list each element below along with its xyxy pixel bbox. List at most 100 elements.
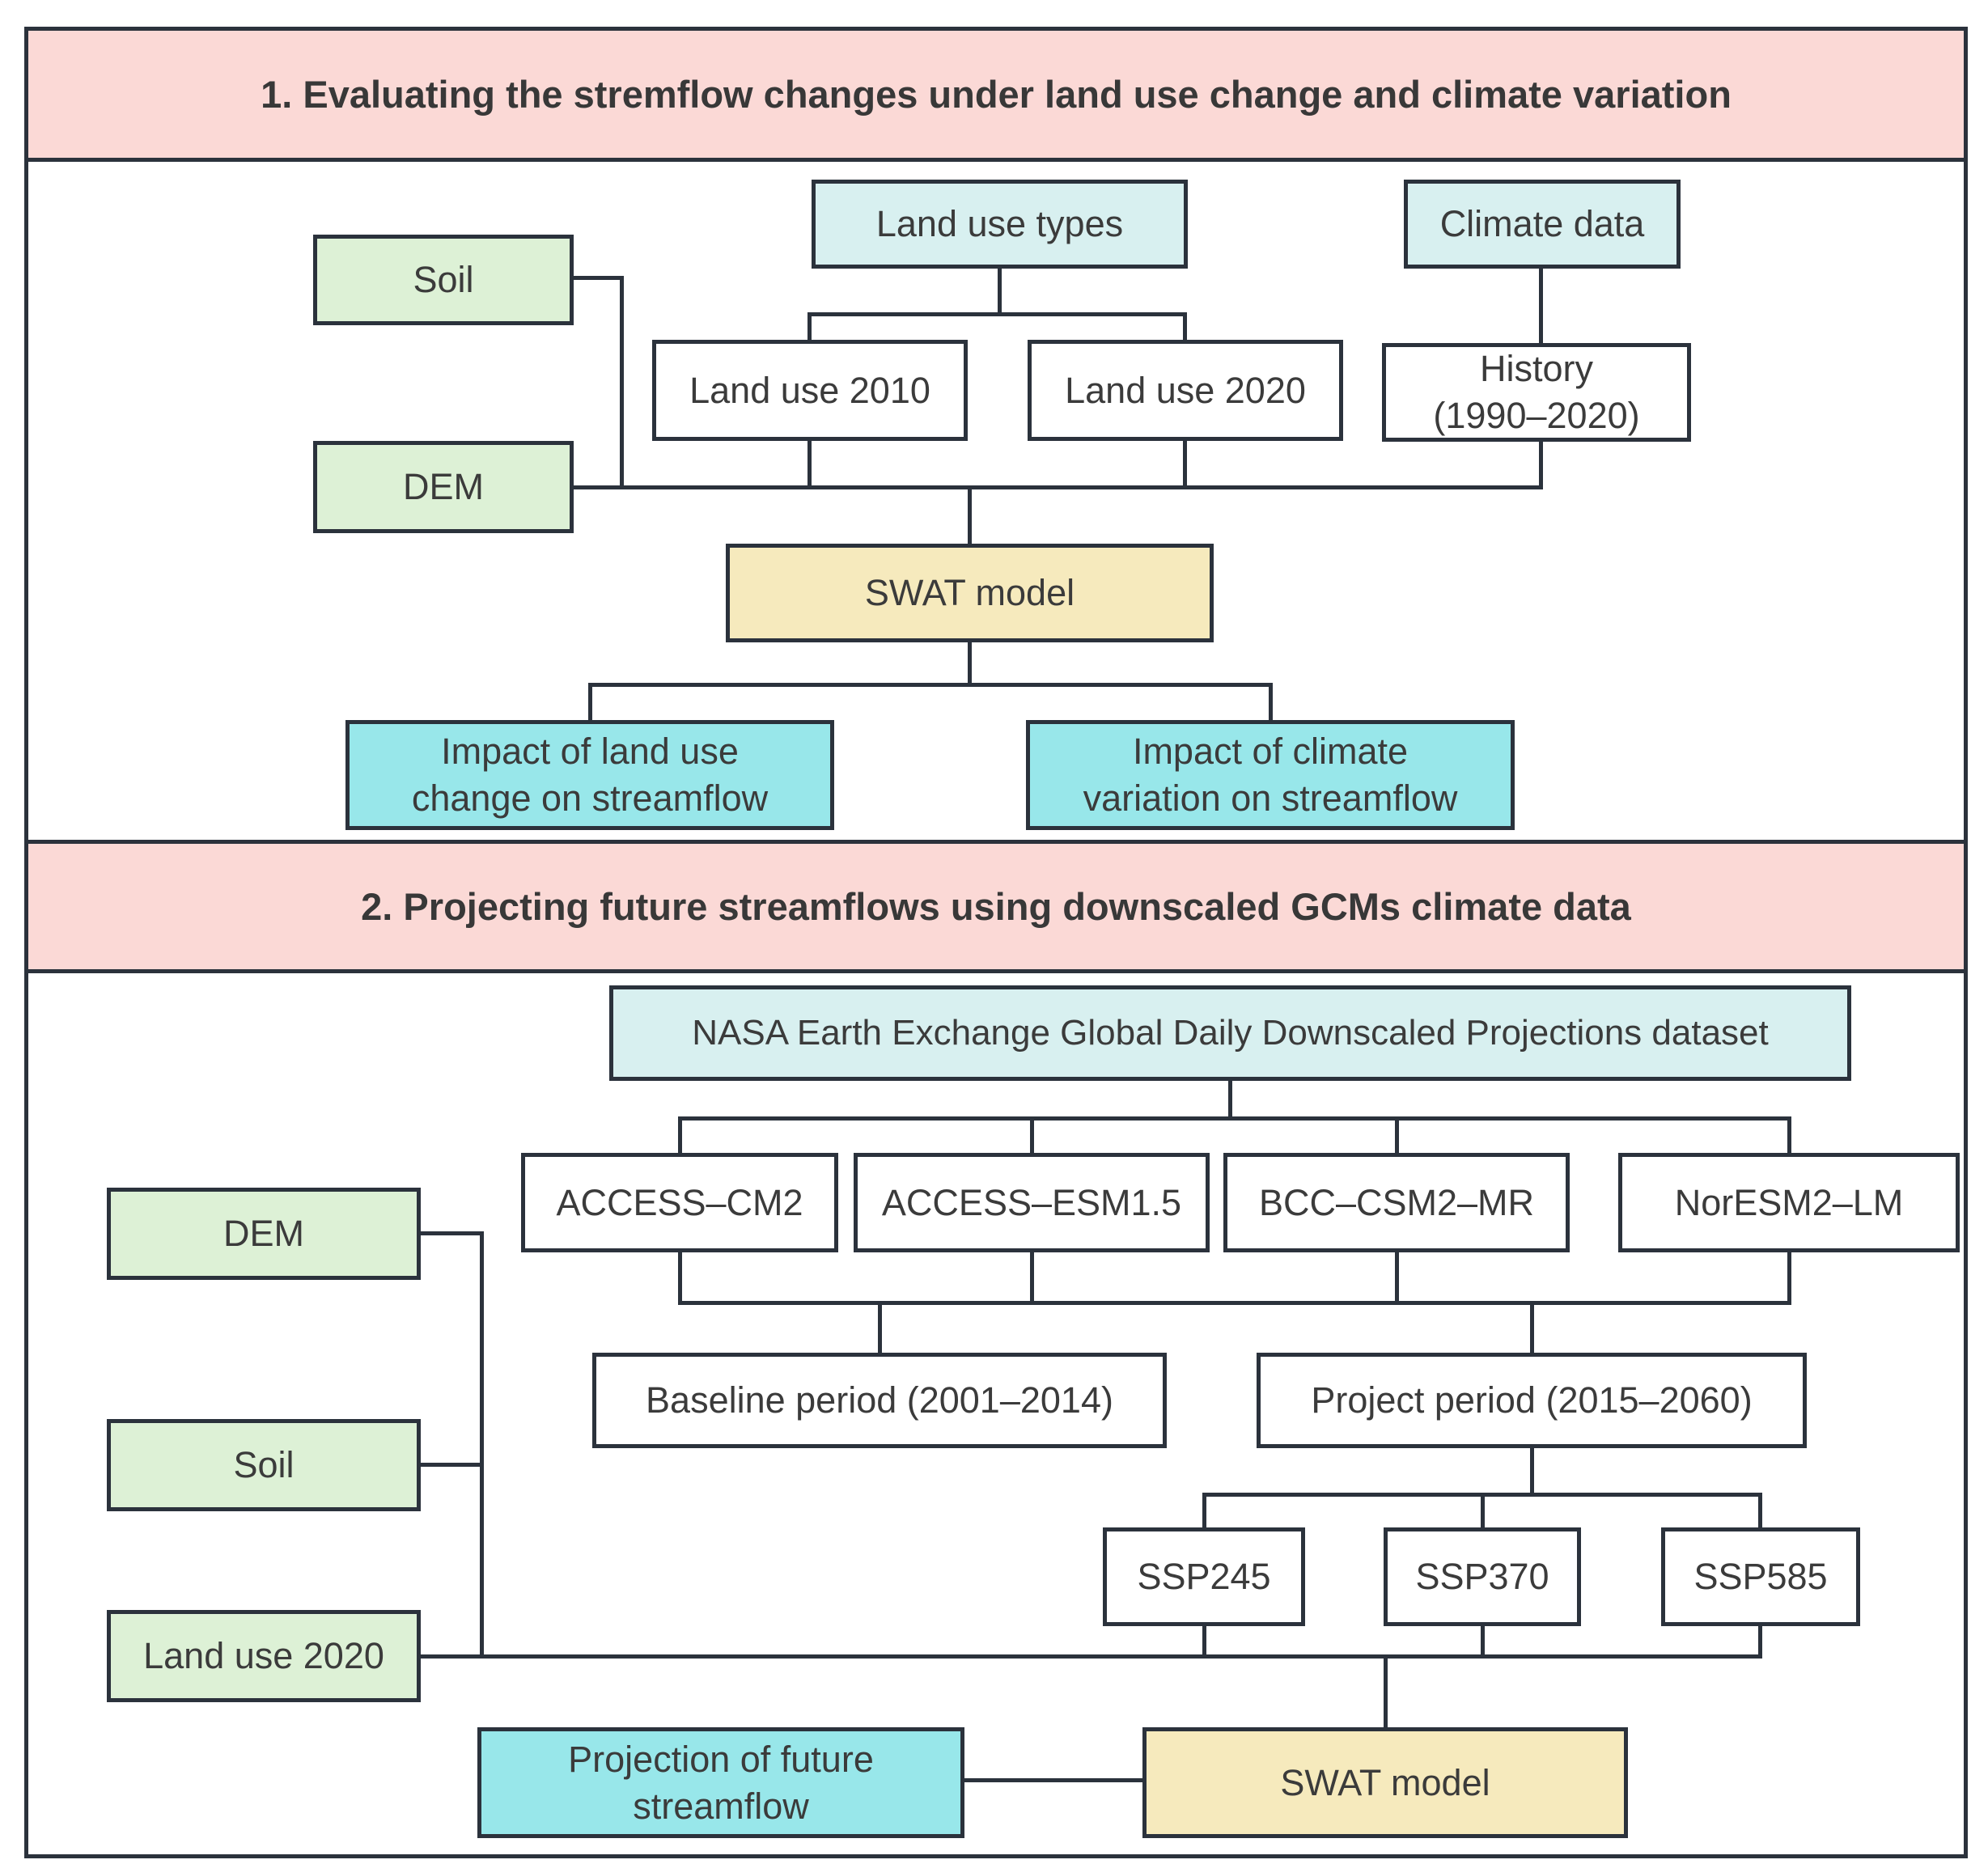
box-history-line1: History (1479, 348, 1593, 390)
connector-collector-2 (678, 1301, 1791, 1305)
box-nasa-dataset: NASA Earth Exchange Global Daily Downsca… (609, 985, 1851, 1081)
box-gcm-noresm2-lm-label: NorESM2–LM (1674, 1181, 1904, 1223)
box-land-use-2010: Land use 2010 (652, 340, 968, 441)
box-land-use-2020-s2-label: Land use 2020 (143, 1635, 384, 1677)
connector-ssp370-down (1481, 1626, 1485, 1658)
connector-landusetypes-down (998, 269, 1002, 314)
box-gcm-access-cm2-label: ACCESS–CM2 (556, 1181, 803, 1223)
box-impact-climate-line1: Impact of climate (1132, 731, 1409, 773)
box-land-use-2020-s2: Land use 2020 (107, 1610, 421, 1702)
box-swat-model-1: SWAT model (726, 544, 1214, 642)
box-projection-line2: streamflow (633, 1785, 809, 1827)
connector-drop-landuse2010 (807, 312, 812, 340)
connector-drop-gcm4 (1787, 1116, 1791, 1153)
box-history: History (1990–2020) (1382, 343, 1691, 442)
connector-drop-impact-landuse (588, 684, 592, 720)
box-land-use-types-label: Land use types (875, 203, 1124, 245)
connector-drop-ssp245 (1202, 1493, 1206, 1527)
connector-drop-landuse2020 (1183, 312, 1187, 340)
box-swat-model-1-label: SWAT model (864, 572, 1075, 614)
connector-gcm2-down (1030, 1252, 1034, 1303)
connector-soil2-stub (421, 1463, 484, 1467)
connector-gcm1-down (678, 1252, 682, 1303)
box-dem-1: DEM (313, 441, 574, 533)
connector-soil-stub (574, 276, 624, 280)
connector-gcm4-down (1787, 1252, 1791, 1303)
box-climate-data-label: Climate data (1439, 203, 1645, 245)
box-ssp370-label: SSP370 (1415, 1556, 1549, 1598)
section2-header: 2. Projecting future streamflows using d… (24, 840, 1968, 973)
box-project-period: Project period (2015–2060) (1257, 1353, 1807, 1448)
box-ssp585-label: SSP585 (1693, 1556, 1828, 1598)
connector-drop-ssp585 (1758, 1493, 1762, 1527)
connector-drop-impact-climate (1269, 684, 1273, 720)
connector-landuse-branch (807, 312, 1187, 316)
connector-to-swat2 (1384, 1654, 1388, 1727)
connector-project-down (1530, 1448, 1534, 1494)
box-swat-model-2: SWAT model (1142, 1727, 1628, 1838)
connector-gcm-branch (678, 1116, 1791, 1121)
connector-drop-gcm2 (1030, 1116, 1034, 1153)
connector-landuse2010-down (807, 441, 812, 487)
box-ssp245: SSP245 (1103, 1527, 1305, 1626)
box-gcm-access-esm15: ACCESS–ESM1.5 (854, 1153, 1210, 1252)
box-gcm-noresm2-lm: NorESM2–LM (1618, 1153, 1960, 1252)
box-gcm-bcc-csm2-mr: BCC–CSM2–MR (1223, 1153, 1570, 1252)
box-soil-2-label: Soil (233, 1444, 295, 1486)
connector-drop-gcm1 (678, 1116, 682, 1153)
connector-swat1-down (968, 642, 972, 684)
connector-left-trunk-1 (620, 276, 624, 489)
box-dem-1-label: DEM (403, 466, 484, 508)
box-land-use-2020-s1: Land use 2020 (1028, 340, 1343, 441)
box-soil-2: Soil (107, 1419, 421, 1511)
connector-ssp245-down (1202, 1626, 1206, 1658)
connector-to-baseline (878, 1301, 882, 1353)
box-impact-climate: Impact of climate variation on streamflo… (1026, 720, 1515, 830)
section2-title: 2. Projecting future streamflows using d… (361, 885, 1631, 928)
connector-drop-ssp370 (1481, 1493, 1485, 1527)
box-impact-land-use-line1: Impact of land use (441, 731, 739, 773)
box-soil-1-label: Soil (413, 259, 474, 301)
box-swat-model-2-label: SWAT model (1280, 1761, 1490, 1803)
box-ssp245-label: SSP245 (1137, 1556, 1271, 1598)
box-nasa-dataset-label: NASA Earth Exchange Global Daily Downsca… (692, 1012, 1769, 1053)
connector-swat2-projection (964, 1778, 1142, 1782)
connector-collector-1 (574, 485, 1543, 489)
box-climate-data: Climate data (1404, 180, 1681, 269)
box-gcm-access-cm2: ACCESS–CM2 (521, 1153, 838, 1252)
connector-collector-bottom (421, 1654, 1762, 1659)
box-land-use-2010-label: Land use 2010 (689, 369, 930, 411)
connector-to-swat1 (968, 487, 972, 544)
connector-impact-branch (588, 683, 1273, 687)
connector-dem2-stub (421, 1231, 484, 1235)
connector-nasa-down (1228, 1081, 1232, 1118)
box-ssp370: SSP370 (1384, 1527, 1581, 1626)
box-impact-climate-line2: variation on streamflow (1083, 777, 1458, 819)
box-ssp585: SSP585 (1661, 1527, 1860, 1626)
box-gcm-access-esm15-label: ACCESS–ESM1.5 (881, 1181, 1182, 1223)
box-baseline-period: Baseline period (2001–2014) (592, 1353, 1167, 1448)
section1-title: 1. Evaluating the stremflow changes unde… (261, 73, 1732, 116)
section1-header: 1. Evaluating the stremflow changes unde… (24, 27, 1968, 162)
connector-landuse2020-down (1183, 441, 1187, 487)
connector-left-trunk-2 (480, 1231, 484, 1659)
box-impact-land-use: Impact of land use change on streamflow (345, 720, 834, 830)
box-dem-2: DEM (107, 1188, 421, 1280)
box-projection-future-streamflow: Projection of future streamflow (477, 1727, 964, 1838)
box-land-use-types: Land use types (812, 180, 1188, 269)
connector-climate-history (1539, 269, 1543, 343)
box-soil-1: Soil (313, 235, 574, 325)
connector-to-project (1530, 1301, 1534, 1353)
box-projection-line1: Projection of future (568, 1738, 874, 1780)
connector-history-down (1539, 442, 1543, 487)
box-baseline-period-label: Baseline period (2001–2014) (646, 1379, 1113, 1421)
connector-gcm3-down (1395, 1252, 1399, 1303)
box-dem-2-label: DEM (223, 1213, 304, 1255)
connector-drop-gcm3 (1395, 1116, 1399, 1153)
box-impact-land-use-line2: change on streamflow (411, 777, 769, 819)
connector-ssp585-down (1758, 1626, 1762, 1658)
box-gcm-bcc-csm2-mr-label: BCC–CSM2–MR (1258, 1181, 1535, 1223)
box-project-period-label: Project period (2015–2060) (1311, 1379, 1753, 1421)
box-land-use-2020-s1-label: Land use 2020 (1065, 369, 1306, 411)
